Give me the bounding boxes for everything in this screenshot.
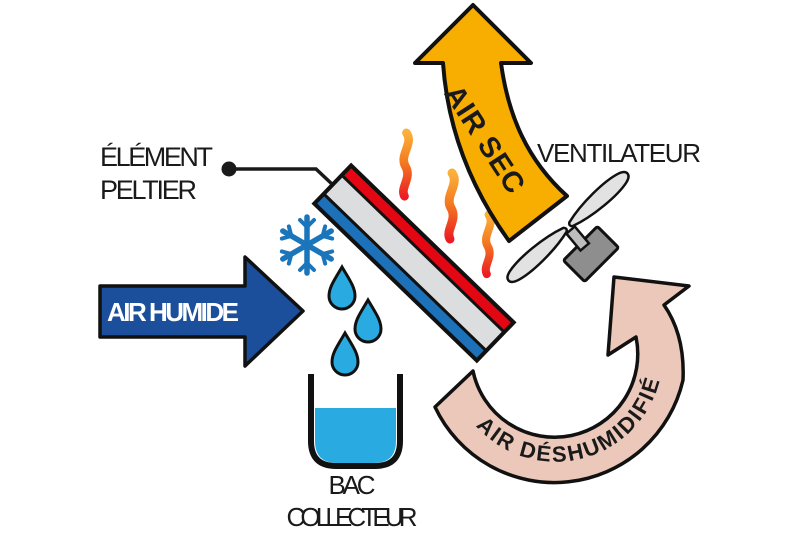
bac-collecteur-label-line2: COLLECTEUR [287, 502, 418, 532]
peltier-body [321, 173, 507, 353]
element-peltier-label-line1: ÉLÉMENT [100, 142, 213, 172]
water-drop-icon [327, 265, 357, 311]
fan [501, 166, 635, 288]
peltier-bar [311, 162, 517, 364]
dehumidified-air-arrow [433, 275, 691, 485]
element-peltier-label-line2: PELTIER [100, 175, 197, 205]
leader-line [229, 167, 335, 187]
flame-icon [486, 215, 491, 274]
fan-blade-icon [563, 166, 635, 233]
collector-walls [308, 374, 403, 469]
peltier-outline [311, 162, 517, 364]
water-drop-icon [330, 331, 360, 377]
dry-air-arrow [413, 3, 569, 243]
ventilateur-label: VENTILATEUR [537, 138, 701, 168]
water-drop-icon [353, 298, 383, 344]
flame-icon [403, 133, 408, 196]
flame-icon [449, 173, 454, 239]
snowflake-icon [279, 214, 335, 276]
bac-collecteur-label-line1: BAC [329, 470, 376, 500]
air-humide-label: AIR HUMIDE [107, 297, 239, 327]
collector-water [315, 408, 396, 463]
collector-tray [308, 374, 403, 469]
fan-shaft [564, 224, 591, 253]
humid-air-arrow [98, 255, 305, 368]
